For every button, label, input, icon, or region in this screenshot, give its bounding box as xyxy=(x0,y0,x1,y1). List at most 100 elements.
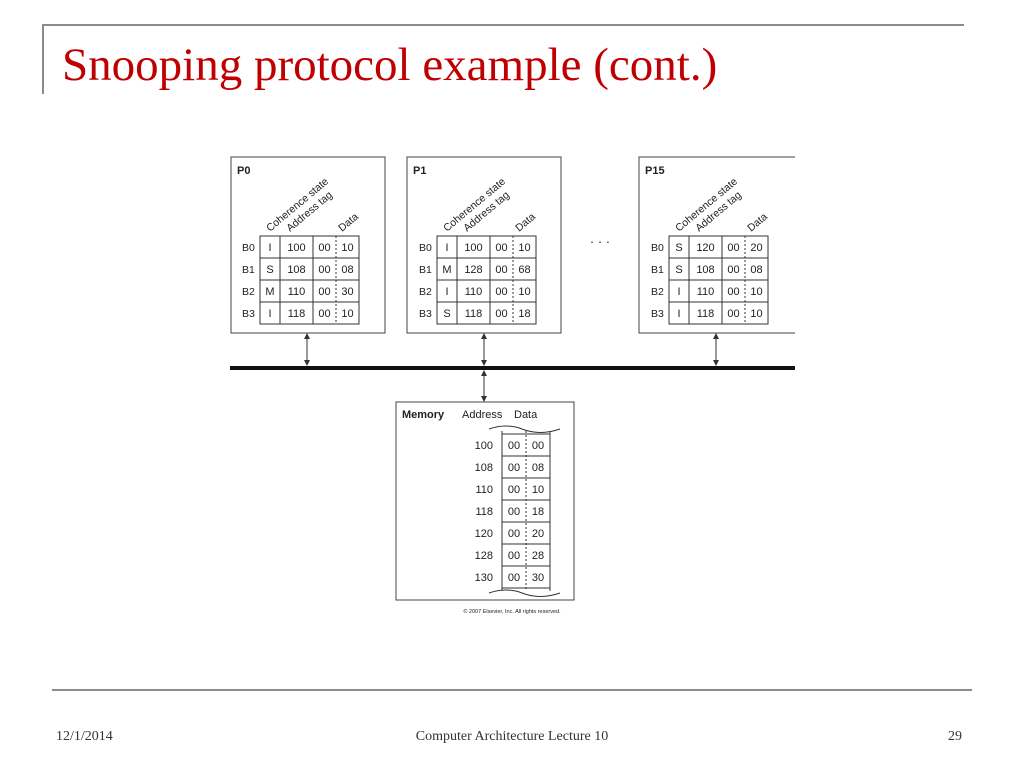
processor-p1-bus-arrow-head-bottom xyxy=(481,360,487,366)
memory-data-cell: 30 xyxy=(532,572,544,584)
processor-p0-state-cell: I xyxy=(268,308,271,320)
footer-title: Computer Architecture Lecture 10 xyxy=(415,729,609,744)
memory-data-header: Data xyxy=(514,409,538,421)
ellipsis: · · · xyxy=(590,234,610,249)
memory-address-cell: 110 xyxy=(475,484,493,496)
processor-p15-data-header: Data xyxy=(745,211,770,235)
memory-data-cell: 08 xyxy=(532,462,544,474)
memory-address-cell: 108 xyxy=(475,462,493,474)
processor-p15-data-cell: 00 xyxy=(727,264,739,276)
processor-p1-block-label: B0 xyxy=(419,242,432,254)
processor-p1-data-cell: 00 xyxy=(495,308,507,320)
processor-p15-data-cell: 20 xyxy=(750,242,762,254)
copyright-notice: © 2007 Elsevier, Inc. All rights reserve… xyxy=(463,608,561,615)
memory-bottom-break xyxy=(488,589,561,597)
processor-p15-data-cell: 08 xyxy=(750,264,762,276)
processor-p0-data-cell: 00 xyxy=(318,308,330,320)
processor-p15-block-label: B2 xyxy=(651,286,664,298)
processor-p0-box xyxy=(230,156,386,334)
processor-p15-tag-cell: 120 xyxy=(696,242,714,254)
processor-p0-state-cell: S xyxy=(266,264,273,276)
memory-address-header: Address xyxy=(462,409,503,421)
processor-p0-bus-arrow-head-bottom xyxy=(304,360,310,366)
memory-data-cell: 20 xyxy=(532,528,544,540)
processor-p0-state-cell: I xyxy=(268,242,271,254)
processor-p15-data-cell: 10 xyxy=(750,308,762,320)
processor-p0-tag-cell: 118 xyxy=(288,308,306,320)
shared-bus xyxy=(230,366,795,370)
processor-p1-block-label: B1 xyxy=(419,264,432,276)
processor-p1-tag-cell: 118 xyxy=(465,308,483,320)
processor-p1-tag-cell: 128 xyxy=(464,264,482,276)
processor-p0-tag-cell: 100 xyxy=(287,242,305,254)
processor-p0-block-label: B1 xyxy=(242,264,255,276)
processor-p1-block-label: B3 xyxy=(419,308,432,320)
processor-p15-data-cell: 00 xyxy=(727,242,739,254)
memory-data-cell: 00 xyxy=(508,484,520,496)
processor-p0-data-cell: 00 xyxy=(318,242,330,254)
processor-p0-data-cell: 30 xyxy=(341,286,353,298)
slide-title: Snooping protocol example (cont.) xyxy=(62,39,718,91)
memory-address-cell: 128 xyxy=(475,550,493,562)
processor-p1-data-cell: 00 xyxy=(495,264,507,276)
processor-p0-data-header: Data xyxy=(336,211,361,235)
processor-p1-bus-arrow-head-top xyxy=(481,333,487,339)
page-number: 29 xyxy=(948,729,962,744)
processor-p15-state-cell: I xyxy=(677,286,680,298)
memory-data-cell: 00 xyxy=(508,506,520,518)
processor-p1-label: P1 xyxy=(413,165,426,177)
memory-data-cell: 00 xyxy=(508,462,520,474)
memory-label: Memory xyxy=(402,409,445,421)
processor-p0-tag-cell: 110 xyxy=(288,286,306,298)
processor-p15-block-label: B3 xyxy=(651,308,664,320)
processor-p15-tag-cell: 118 xyxy=(697,308,715,320)
processor-p15-state-cell: I xyxy=(677,308,680,320)
memory-box xyxy=(395,401,575,601)
processor-p1-data-cell: 68 xyxy=(518,264,530,276)
processor-p1-state-cell: I xyxy=(445,242,448,254)
processor-p0-data-cell: 00 xyxy=(318,264,330,276)
memory-address-cell: 130 xyxy=(475,572,493,584)
processor-p15-label: P15 xyxy=(645,165,665,177)
processor-p15-bus-arrow-head-top xyxy=(713,333,719,339)
processor-p15-tag-cell: 110 xyxy=(697,286,715,298)
memory-data-cell: 00 xyxy=(508,550,520,562)
processor-p1-state-cell: M xyxy=(442,264,451,276)
processor-p0-data-cell: 10 xyxy=(341,242,353,254)
processor-p1-state-cell: I xyxy=(445,286,448,298)
processor-p0-block-label: B3 xyxy=(242,308,255,320)
processor-p1-data-cell: 18 xyxy=(518,308,530,320)
memory-data-cell: 18 xyxy=(532,506,544,518)
processor-p0-block-label: B0 xyxy=(242,242,255,254)
memory-data-cell: 10 xyxy=(532,484,544,496)
memory-bus-arrow-head-bottom xyxy=(481,396,487,402)
memory-data-cell: 00 xyxy=(532,440,544,452)
processor-p15-box xyxy=(638,156,795,334)
processor-p15-bus-arrow-head-bottom xyxy=(713,360,719,366)
memory-data-cell: 00 xyxy=(508,440,520,452)
processor-p15-data-cell: 10 xyxy=(750,286,762,298)
footer-rule xyxy=(52,689,972,691)
processor-p0-data-cell: 00 xyxy=(318,286,330,298)
processor-p15-data-cell: 00 xyxy=(727,286,739,298)
processor-p15-state-cell: S xyxy=(675,242,682,254)
memory-address-cell: 118 xyxy=(475,506,493,518)
memory-data-cell: 00 xyxy=(508,528,520,540)
processor-p15-data-cell: 00 xyxy=(727,308,739,320)
footer-date: 12/1/2014 xyxy=(56,729,113,744)
processor-p0-label: P0 xyxy=(237,165,250,177)
processor-p15-block-label: B1 xyxy=(651,264,664,276)
memory-data-cell: 00 xyxy=(508,572,520,584)
memory-address-cell: 120 xyxy=(475,528,493,540)
memory-data-cell: 28 xyxy=(532,550,544,562)
processor-p1-data-cell: 00 xyxy=(495,242,507,254)
processor-p1-tag-cell: 110 xyxy=(465,286,483,298)
processor-p0-data-cell: 10 xyxy=(341,308,353,320)
processor-p15-state-cell: S xyxy=(675,264,682,276)
processor-p1-data-cell: 10 xyxy=(518,242,530,254)
memory-bus-arrow-head-top xyxy=(481,370,487,376)
memory-address-cell: 100 xyxy=(475,440,493,452)
processor-p1-data-cell: 00 xyxy=(495,286,507,298)
processor-p1-data-header: Data xyxy=(513,211,538,235)
